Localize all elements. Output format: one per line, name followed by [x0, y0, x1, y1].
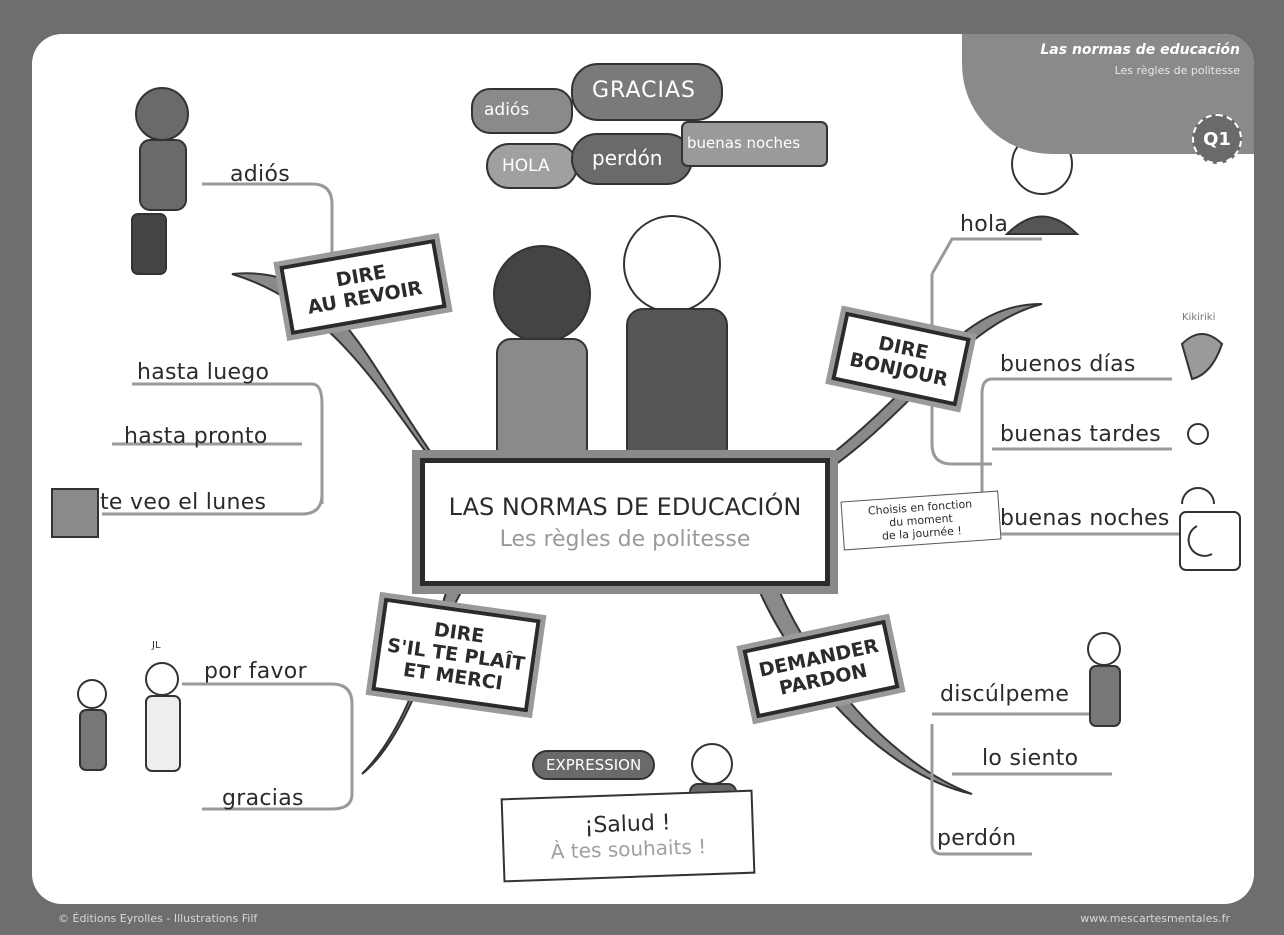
word-por-favor: por favor	[204, 659, 307, 684]
word-hola: hola	[960, 212, 1009, 237]
sorry-boy-body	[1089, 665, 1121, 727]
word-buenos-dias: buenos días	[1000, 352, 1136, 377]
header-corner: Las normas de educación Les règles de po…	[962, 34, 1254, 154]
expression-spanish: ¡Salud !	[584, 810, 672, 839]
word-lo-siento: lo siento	[982, 746, 1079, 771]
bubble-perdon: perdón	[592, 146, 663, 170]
moon-icon	[1187, 525, 1213, 557]
word-perdon: perdón	[937, 826, 1017, 851]
footer: © Éditions Eyrolles - Illustrations Filf…	[0, 904, 1284, 935]
bubble-adios: adiós	[484, 100, 530, 120]
bubble-gracias: GRACIAS	[592, 78, 696, 103]
word-buenas-tardes: buenas tardes	[1000, 422, 1161, 447]
mind-map-card: Las normas de educación Les règles de po…	[32, 34, 1254, 904]
bubble-buenas-noches: buenas noches	[687, 134, 801, 152]
girl-body	[626, 308, 728, 465]
figure-body-goodbye	[139, 139, 187, 211]
footer-copyright: © Éditions Eyrolles - Illustrations Filf	[58, 912, 258, 925]
sneeze-head	[691, 743, 733, 785]
word-te-veo-el-lunes: te veo el lunes	[100, 490, 267, 515]
footer-website: www.mescartesmentales.fr	[1080, 912, 1230, 925]
rooster-sound: Kikiriki	[1182, 312, 1216, 323]
figure-head-goodbye	[135, 87, 189, 141]
expression-french: À tes souhaits !	[550, 833, 707, 864]
chef-head	[145, 662, 179, 696]
central-topic: LAS NORMAS DE EDUCACIÓN Les règles de po…	[412, 450, 838, 594]
word-buenas-noches: buenas noches	[1000, 506, 1170, 531]
child-head	[77, 679, 107, 709]
sun-icon	[1187, 423, 1209, 445]
chef-body	[145, 695, 181, 772]
expression-card: ¡Salud ! À tes souhaits !	[500, 789, 756, 883]
word-gracias: gracias	[222, 786, 304, 811]
bubble-hola: HOLA	[502, 156, 550, 176]
suitcase-shape	[131, 213, 167, 275]
header-title: Las normas de educación	[1040, 42, 1240, 58]
bubble-shape-5	[681, 121, 828, 167]
word-adios: adiós	[230, 162, 290, 187]
bubble-shape-2	[571, 63, 723, 121]
sorry-boy-head	[1087, 632, 1121, 666]
header-subtitle: Les règles de politesse	[1114, 64, 1240, 77]
word-hasta-pronto: hasta pronto	[124, 424, 268, 449]
sunset-icon	[1181, 487, 1215, 505]
boy-head	[493, 245, 591, 343]
quiz-badge: Q1	[1192, 114, 1242, 164]
expression-tag: EXPRESSION	[532, 750, 656, 780]
boy-body	[496, 338, 588, 465]
bubble-shape-1	[471, 88, 573, 134]
chef-hat-text: JL	[152, 640, 161, 651]
rooster-icon	[1180, 333, 1224, 381]
central-title: LAS NORMAS DE EDUCACIÓN	[448, 492, 802, 521]
central-subtitle: Les règles de politesse	[499, 526, 751, 552]
word-disculpeme: discúlpeme	[940, 682, 1070, 707]
calendar-icon	[51, 488, 99, 538]
girl-head	[623, 215, 721, 313]
child-body	[79, 709, 107, 771]
word-hasta-luego: hasta luego	[137, 360, 270, 385]
figure-body-hello	[1004, 215, 1080, 235]
